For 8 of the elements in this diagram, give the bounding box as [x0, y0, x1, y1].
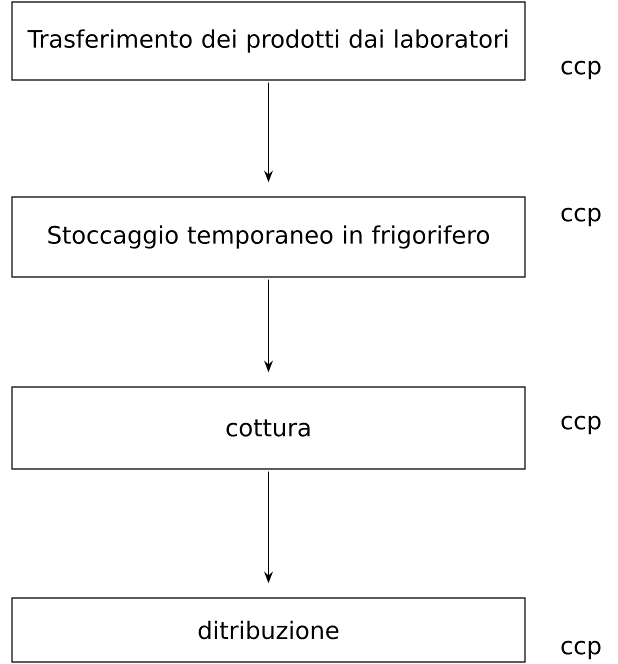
step-note: ccp — [562, 416, 600, 434]
step-note: ccp — [562, 60, 600, 80]
process-box: Trasferimento dei prodotti dai laboratori — [11, 1, 526, 81]
process-box: cottura — [11, 386, 526, 470]
step-note: ccp — [562, 640, 600, 660]
process-box: Stoccaggio temporaneo in frigorifero — [11, 196, 526, 278]
step-note: ccp — [562, 208, 600, 226]
process-box: ditribuzione — [11, 597, 526, 663]
